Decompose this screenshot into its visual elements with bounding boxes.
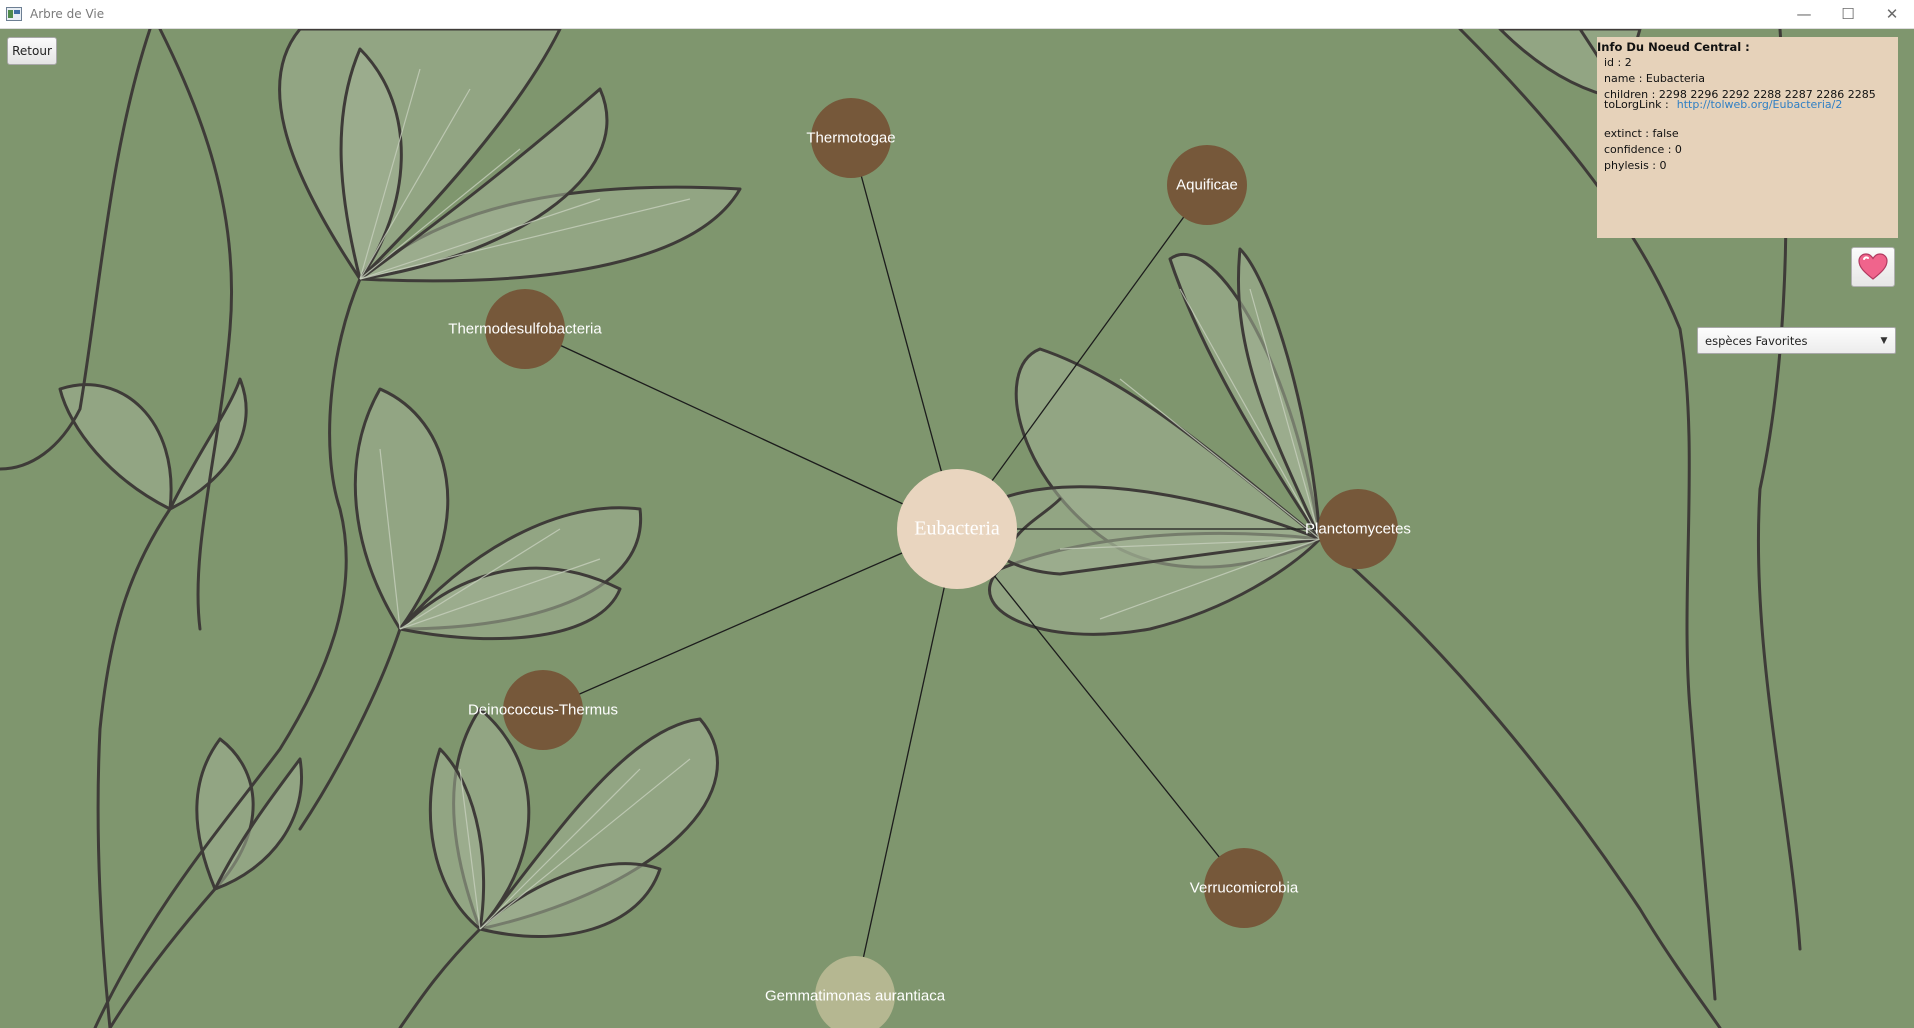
maximize-button[interactable]: ☐ — [1826, 0, 1870, 28]
minimize-icon: — — [1796, 5, 1812, 23]
info-id: id : 2 — [1604, 56, 1632, 69]
close-icon: ✕ — [1885, 5, 1899, 23]
info-confidence: confidence : 0 — [1604, 143, 1682, 156]
edge-deinococcus-thermus — [542, 528, 958, 711]
chevron-down-icon: ▼ — [1880, 335, 1888, 346]
info-extinct: extinct : false — [1604, 127, 1679, 140]
info-name: name : Eubacteria — [1604, 72, 1705, 85]
minimize-button[interactable]: — — [1782, 0, 1826, 28]
node-label-thermotogae: Thermotogae — [806, 129, 896, 147]
node-label-gemmatimonas-aurantiaca: Gemmatimonas aurantiaca — [764, 987, 946, 1005]
node-label-aquificae: Aquificae — [1176, 176, 1238, 194]
central-node-info-panel: Info Du Noeud Central : id : 2 name : Eu… — [1597, 37, 1898, 238]
info-phylesis: phylesis : 0 — [1604, 159, 1667, 172]
info-panel-title: Info Du Noeud Central : — [1597, 40, 1750, 54]
edge-verrucomicrobia — [956, 528, 1245, 889]
info-children: children : 2298 2296 2292 2288 2287 2286… — [1604, 88, 1876, 101]
node-label-eubacteria: Eubacteria — [914, 517, 1000, 540]
floral-background — [0, 29, 1802, 1028]
tree-node-thermotogae[interactable] — [811, 98, 891, 178]
node-label-planctomycetes: Planctomycetes — [1305, 520, 1411, 538]
tree-node-thermodesulfobacteria[interactable] — [485, 289, 565, 369]
center-node-eubacteria[interactable] — [897, 469, 1017, 589]
info-link-label: toLorgLink : — [1604, 98, 1669, 111]
edge-thermodesulfobacteria — [524, 328, 958, 530]
tree-node-planctomycetes[interactable] — [1318, 489, 1398, 569]
tree-node-gemmatimonas-aurantiaca[interactable] — [815, 956, 895, 1028]
tree-node-aquificae[interactable] — [1167, 145, 1247, 225]
edge-gemmatimonas-aurantiaca — [854, 528, 958, 997]
heart-icon — [1858, 253, 1888, 280]
graph-edges — [524, 137, 1358, 997]
title-bar: Arbre de Vie — ☐ ✕ — [0, 0, 1914, 29]
info-link-row: toLorgLink : http://tolweb.org/Eubacteria… — [1604, 98, 1842, 111]
node-label-thermodesulfobacteria: Thermodesulfobacteria — [448, 320, 602, 338]
tree-node-verrucomicrobia[interactable] — [1204, 848, 1284, 928]
add-favorite-button[interactable] — [1851, 247, 1895, 287]
node-label-deinococcus-thermus: Deinococcus-Thermus — [467, 701, 619, 719]
tolweb-link[interactable]: http://tolweb.org/Eubacteria/2 — [1676, 98, 1843, 111]
window-title: Arbre de Vie — [30, 7, 105, 21]
app-window-icon — [6, 7, 22, 21]
edge-aquificae — [956, 184, 1208, 530]
edge-thermotogae — [850, 137, 958, 530]
maximize-icon: ☐ — [1841, 5, 1855, 23]
node-label-verrucomicrobia: Verrucomicrobia — [1189, 879, 1299, 897]
back-button[interactable]: Retour — [7, 37, 57, 65]
favorite-species-selected: espèces Favorites — [1705, 333, 1808, 348]
favorite-species-dropdown[interactable]: espèces Favorites ▼ — [1697, 327, 1896, 354]
tree-node-deinococcus-thermus[interactable] — [503, 670, 583, 750]
close-button[interactable]: ✕ — [1870, 0, 1914, 28]
